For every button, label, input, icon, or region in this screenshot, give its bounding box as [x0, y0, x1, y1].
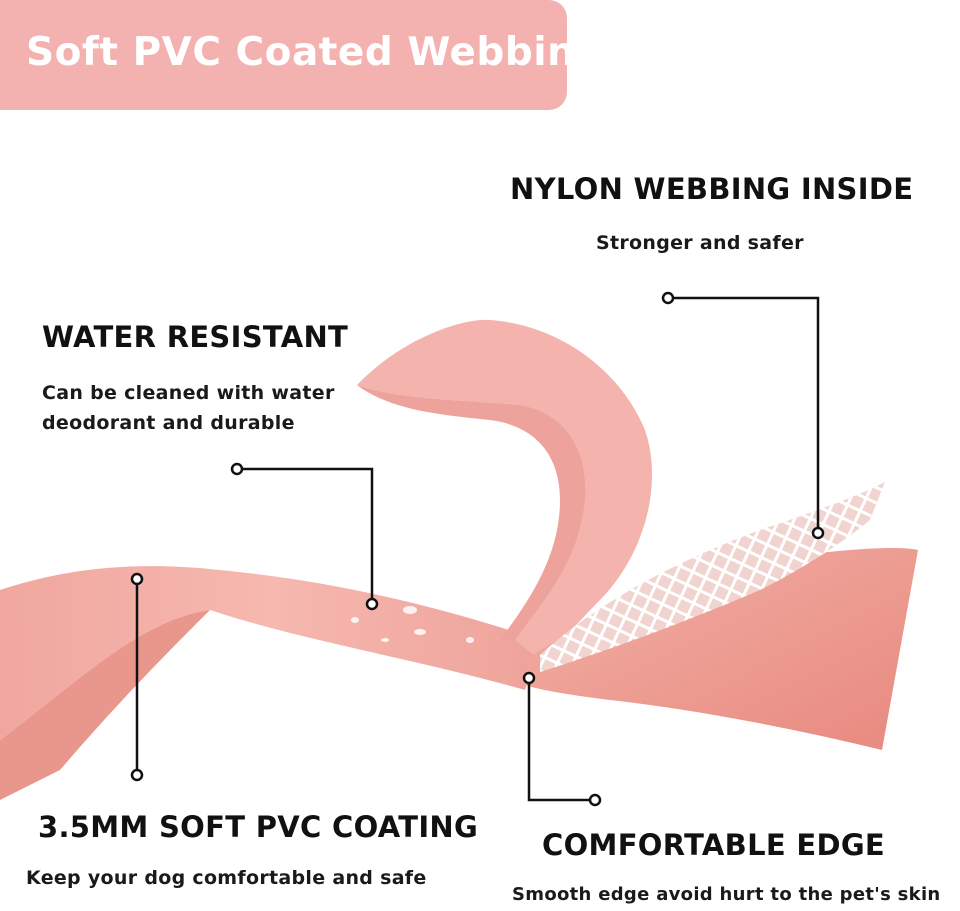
nylon-description: Stronger and safer	[596, 232, 804, 254]
coating-title: 3.5MM SOFT PVC COATING	[38, 810, 479, 844]
nylon-title: NYLON WEBBING INSIDE	[510, 172, 914, 206]
water-title: WATER RESISTANT	[42, 320, 349, 354]
edge-description: Smooth edge avoid hurt to the pet's skin	[512, 884, 941, 905]
banner-title: Soft PVC Coated Webbing	[26, 30, 604, 75]
header-banner: Soft PVC Coated Webbing	[0, 0, 603, 110]
water-description-line1: Can be cleaned with water	[42, 382, 335, 404]
water-droplets	[344, 576, 474, 643]
leader-water	[237, 467, 374, 604]
strap-left-underside	[0, 610, 210, 800]
coating-description: Keep your dog comfortable and safe	[26, 867, 427, 889]
leader-edge	[527, 678, 595, 802]
strap-right-base	[525, 547, 918, 750]
strap-curl	[357, 319, 653, 660]
water-description-line2: deodorant and durable	[42, 412, 295, 434]
edge-title: COMFORTABLE EDGE	[542, 828, 886, 862]
leader-lines	[135, 296, 820, 802]
leader-nylon	[668, 296, 820, 533]
leader-dots	[130, 291, 825, 807]
